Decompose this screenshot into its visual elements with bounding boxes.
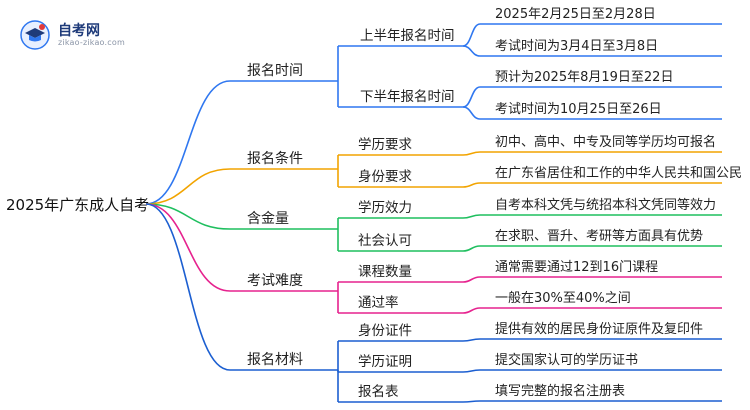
branch-connector [145, 168, 231, 205]
leaf-connector [462, 307, 481, 314]
sub-label: 身份要求 [358, 169, 412, 185]
leaf-connector [462, 151, 481, 156]
leaf-connector [462, 106, 481, 120]
leaf-connector [462, 182, 481, 188]
leaf-label: 一般在30%至40%之间 [495, 290, 631, 306]
leaf-label: 自考本科文凭与统招本科文凭同等效力 [495, 197, 716, 213]
sub-label: 通过率 [358, 294, 399, 311]
leaf-connector [462, 214, 481, 219]
leaf-connector [462, 86, 481, 108]
branch-connector [145, 203, 231, 371]
branch-connector [145, 203, 231, 230]
leaf-connector [462, 23, 481, 47]
sub-label: 身份证件 [358, 323, 412, 339]
branch-connector [145, 203, 231, 292]
leaf-connector [462, 338, 481, 342]
sub-label: 学历证明 [358, 354, 412, 370]
branch-label: 考试难度 [247, 273, 303, 289]
leaf-connector [462, 245, 481, 252]
leaf-label: 提交国家认可的学历证书 [495, 352, 638, 368]
leaf-label: 提供有效的居民身份证原件及复印件 [495, 321, 703, 337]
leaf-label: 初中、高中、中专及同等学历均可报名 [495, 134, 716, 150]
leaf-label: 填写完整的报名注册表 [495, 383, 625, 399]
sub-label: 上半年报名时间 [360, 28, 455, 44]
branch-connector [145, 80, 231, 205]
branch-label: 报名材料 [247, 352, 303, 368]
branch-label: 报名时间 [247, 63, 303, 79]
sub-label: 学历要求 [358, 137, 412, 153]
logo-url: zikao-zikao.com [58, 38, 125, 47]
leaf-connector [462, 45, 481, 57]
leaf-label: 在求职、晋升、考研等方面具有优势 [495, 228, 703, 244]
leaf-connector [462, 276, 481, 283]
leaf-label: 2025年2月25日至2月28日 [495, 7, 656, 22]
leaf-label: 通常需要通过12到16门课程 [495, 260, 658, 275]
leaf-label: 考试时间为10月25日至26日 [495, 102, 662, 117]
site-logo: 自考网 zikao-zikao.com [20, 18, 140, 52]
leaf-label: 预计为2025年8月19日至22日 [495, 70, 673, 85]
leaf-connector [462, 400, 481, 403]
root-topic: 2025年广东成人自考 [6, 196, 150, 214]
leaf-connector [462, 369, 481, 373]
sub-label: 课程数量 [358, 264, 412, 280]
leaf-label: 在广东省居住和工作的中华人民共和国公民 [495, 165, 742, 181]
sub-label: 学历效力 [358, 200, 412, 216]
sub-label: 报名表 [358, 384, 399, 400]
branch-label: 含金量 [247, 211, 289, 227]
branch-label: 报名条件 [247, 150, 303, 167]
sub-label: 下半年报名时间 [360, 89, 455, 105]
logo-name: 自考网 [58, 23, 100, 39]
leaf-label: 考试时间为3月4日至3月8日 [495, 39, 658, 54]
sub-label: 社会认可 [358, 233, 412, 249]
graduation-cap-icon [20, 20, 50, 50]
